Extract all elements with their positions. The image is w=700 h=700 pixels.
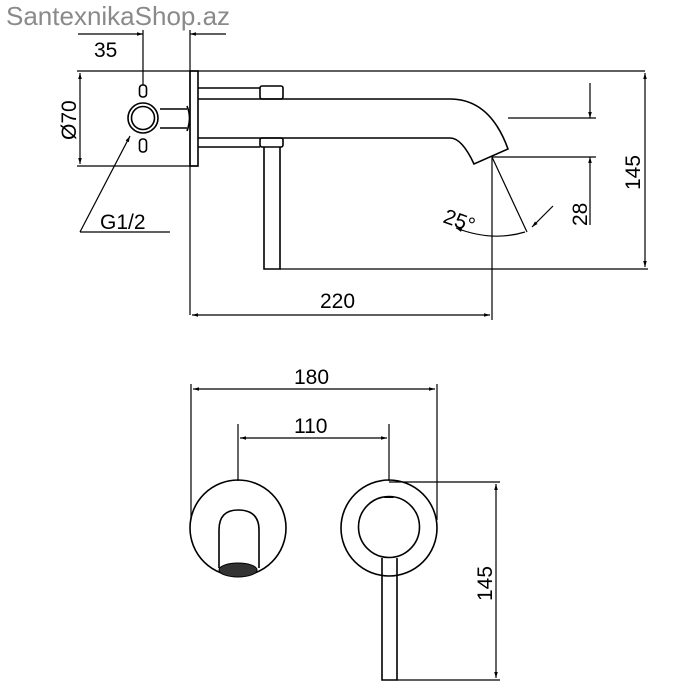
dim-145-front-label: 145 — [474, 566, 497, 601]
spout — [198, 85, 510, 270]
dim-35-label: 35 — [94, 39, 117, 62]
cross-handle — [127, 84, 191, 153]
wall-plate — [189, 70, 199, 167]
dim-diameter-label: Ø70 — [58, 100, 81, 140]
dim-28-label: 28 — [569, 203, 592, 226]
front-view: 180 110 145 — [189, 366, 500, 681]
watermark: SantexnikaShop.az — [6, 1, 230, 31]
spout-rosette — [189, 479, 287, 578]
dim-180-label: 180 — [294, 366, 329, 389]
dim-110-label: 110 — [294, 415, 327, 438]
side-view: 35 Ø70 G1/2 25° 28 145 220 — [58, 30, 648, 320]
aerator — [218, 562, 258, 578]
thread-label: G1/2 — [100, 211, 146, 234]
mixer-rosette — [340, 479, 438, 681]
dim-145-side-label: 145 — [622, 155, 645, 190]
dim-220-label: 220 — [320, 290, 355, 313]
